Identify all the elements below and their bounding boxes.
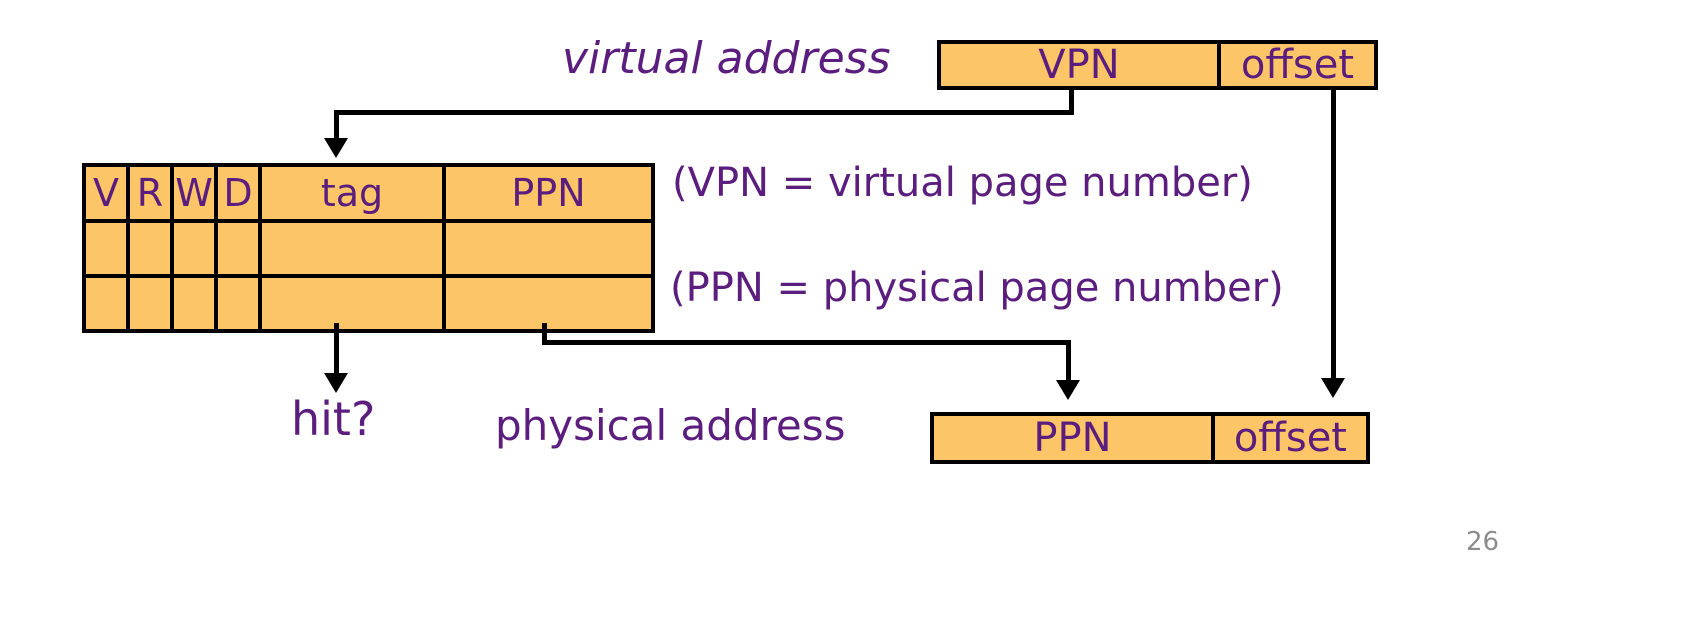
virtual-address-bar: VPN offset <box>937 40 1378 90</box>
tlb-cell-v <box>82 274 130 333</box>
tlb-header-row: V R W D tag PPN <box>82 163 655 223</box>
tlb-column-header-d: D <box>214 163 262 223</box>
physical-address-ppn-field: PPN <box>934 416 1211 460</box>
physical-address-label: physical address <box>495 401 846 450</box>
physical-address-offset-field: offset <box>1210 416 1366 460</box>
tlb-column-header-ppn: PPN <box>442 163 655 223</box>
tlb-cell-v <box>82 219 130 278</box>
tlb-cell-w <box>170 274 218 333</box>
tlb-cell-r <box>126 274 174 333</box>
vpn-connector-horizontal <box>334 110 1074 115</box>
tlb-table-row <box>82 274 655 333</box>
ppn-connector-down-to-box <box>1066 340 1071 382</box>
offset-connector-arrowhead <box>1321 378 1345 398</box>
virtual-address-vpn-field: VPN <box>941 44 1217 86</box>
vpn-legend-text: (VPN = virtual page number) <box>672 160 1253 206</box>
tlb-table-row <box>82 219 655 278</box>
offset-connector-vertical <box>1331 90 1336 380</box>
vpn-connector-drop <box>1069 90 1074 114</box>
tlb-cell-d <box>214 219 262 278</box>
ppn-connector-drop <box>542 323 547 345</box>
tlb-cell-d <box>214 274 262 333</box>
vpn-connector-arrowhead <box>324 138 348 158</box>
tlb-column-header-tag: tag <box>258 163 446 223</box>
tlb-column-header-v: V <box>82 163 130 223</box>
ppn-connector-arrowhead <box>1056 380 1080 400</box>
tlb-table: V R W D tag PPN <box>82 163 655 333</box>
tlb-cell-tag <box>258 274 446 333</box>
tlb-cell-ppn <box>442 274 655 333</box>
tlb-column-header-r: R <box>126 163 174 223</box>
tlb-cell-w <box>170 219 218 278</box>
vpn-connector-down-to-tag <box>334 110 339 140</box>
page-number: 26 <box>1466 527 1500 557</box>
tlb-cell-tag <box>258 219 446 278</box>
hit-connector-arrowhead <box>324 373 348 393</box>
ppn-legend-text: (PPN = physical page number) <box>670 265 1284 311</box>
tlb-cell-ppn <box>442 219 655 278</box>
hit-connector-vertical <box>334 323 339 375</box>
hit-label: hit? <box>291 392 376 446</box>
physical-address-bar: PPN offset <box>930 412 1370 464</box>
tlb-column-header-w: W <box>170 163 218 223</box>
ppn-connector-horizontal <box>542 340 1071 345</box>
virtual-address-label: virtual address <box>562 33 891 84</box>
tlb-cell-r <box>126 219 174 278</box>
virtual-address-offset-field: offset <box>1216 44 1374 86</box>
